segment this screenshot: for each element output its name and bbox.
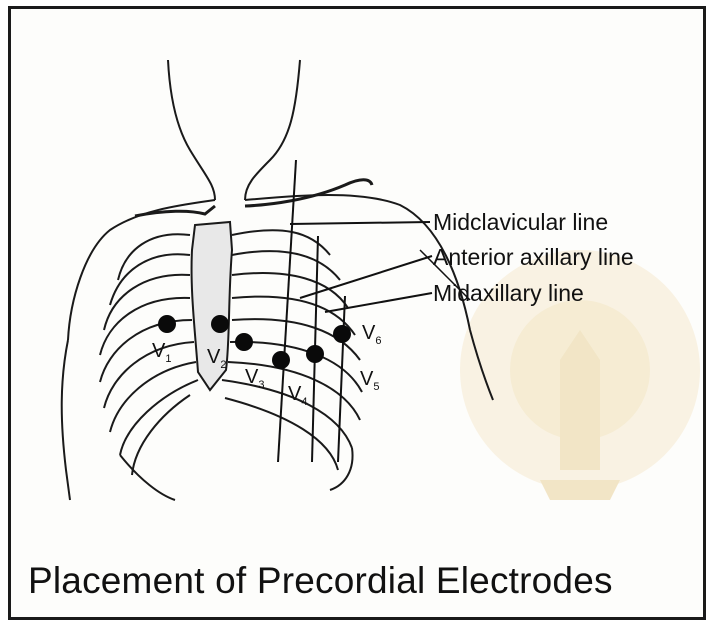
midaxillary-label: Midaxillary line: [433, 282, 584, 305]
electrode-v2: [211, 315, 229, 333]
rib-cage: [100, 222, 362, 500]
midaxillary-leader: [325, 293, 432, 312]
figure-caption: Placement of Precordial Electrodes: [28, 560, 613, 602]
electrode-v5: [306, 345, 324, 363]
midclavicular-leader: [290, 222, 430, 224]
electrode-v1: [158, 315, 176, 333]
torso-outline: [62, 60, 493, 500]
anterior-axillary-label: Anterior axillary line: [433, 246, 634, 269]
v4-label: V4: [288, 383, 307, 408]
electrode-v6: [333, 325, 351, 343]
v5-label: V5: [360, 368, 379, 393]
v3-label: V3: [245, 366, 264, 391]
v6-label: V6: [362, 322, 381, 347]
midclavicular-label: Midclavicular line: [433, 211, 608, 234]
guide-lines: [278, 160, 470, 462]
electrode-v3: [235, 333, 253, 351]
v1-label: V1: [152, 340, 171, 365]
midclavicular-line: [278, 160, 296, 462]
v2-label: V2: [207, 346, 226, 371]
electrode-v4: [272, 351, 290, 369]
